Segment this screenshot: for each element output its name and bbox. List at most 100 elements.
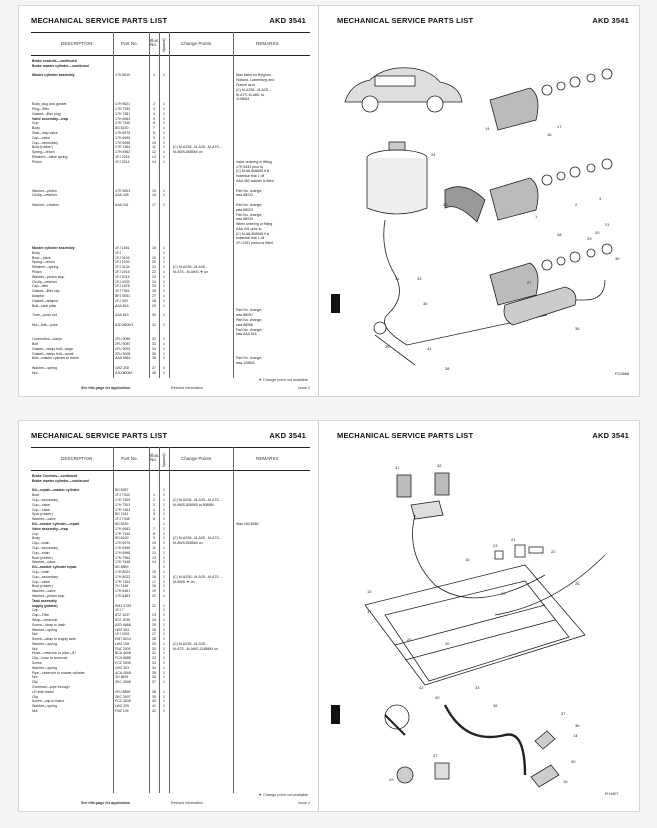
svg-text:14: 14 — [485, 126, 490, 131]
cell-part-no: 1FJ 7061 — [115, 289, 130, 294]
cell-quantity: 1 — [163, 569, 165, 574]
cell-part-no: 1FJ 1033 — [115, 260, 130, 265]
cell-remarks: was 88057 — [236, 313, 253, 318]
cell-part-no: AAA 5864 — [115, 356, 131, 361]
cell-illus-no: 17 — [152, 579, 156, 584]
cell-quantity: 1 — [163, 150, 165, 155]
table-row: Tank assembly — [31, 599, 310, 604]
cell-illus-no: 1 — [153, 73, 155, 78]
cell-part-no: 17H 6461 — [115, 589, 131, 594]
cell-description: Valve assembly—trap — [32, 526, 68, 531]
cell-part-no: 17H 6998 — [115, 550, 131, 555]
cell-quantity: 1 — [163, 342, 165, 347]
svg-text:29: 29 — [587, 236, 592, 241]
cell-quantity: 1 — [163, 507, 165, 512]
cell-illus-no: 35 — [152, 351, 156, 356]
cell-illus-no: 11 — [152, 545, 156, 550]
cell-quantity: 1 — [163, 670, 165, 675]
table-row: 1FJ 4011 piston is fitted — [31, 241, 310, 246]
cell-illus-no: 42 — [152, 709, 156, 714]
cell-description: Spring—return — [32, 260, 55, 265]
cell-illus-no: 30 — [152, 646, 156, 651]
cell-description: Body — [32, 126, 40, 131]
cell-part-no: FNZ 105 — [115, 709, 129, 714]
cell-description: Bolt—tank pillar — [32, 303, 57, 308]
cell-part-no: EM7 8014 — [115, 637, 131, 642]
cell-description: Nut — [32, 646, 38, 651]
table-header: DESCRIPTION Part No. Illus. No. Quantity… — [31, 447, 310, 471]
cell-illus-no: 11 — [152, 145, 156, 150]
cell-quantity: 1 — [163, 589, 165, 594]
cell-part-no: AAA 428 — [115, 193, 129, 198]
parts-table: DESCRIPTION Part No. Illus. No. Quantity… — [31, 32, 310, 378]
page-tab-marker — [331, 705, 340, 724]
cell-illus-no: 33 — [152, 661, 156, 666]
cell-quantity: 1 — [163, 265, 165, 270]
cell-quantity: 1 — [163, 130, 165, 135]
table-row: Brake Controls—continued — [31, 474, 310, 479]
cell-quantity: 1 — [163, 493, 165, 498]
cell-description: Screw—strap to supply tank — [32, 637, 76, 642]
cell-illus-no: 36 — [152, 675, 156, 680]
table-row: 17H 6434 prior to — [31, 165, 310, 170]
cell-part-no: 8G 8287 — [115, 488, 129, 493]
cell-part-no: AAA 441 — [115, 202, 129, 207]
cell-remarks: Was listed for Belgium, — [236, 73, 272, 78]
cell-part-no: 17H 7448 — [115, 560, 131, 565]
svg-text:31: 31 — [395, 465, 400, 470]
cell-description: Washer—retainer — [32, 202, 60, 207]
cell-quantity: 1 — [163, 661, 165, 666]
cell-remarks: (C) M-A8-808668 it is — [236, 231, 270, 236]
cell-change-points: (C) M-A2S6...M-A3S... — [173, 265, 209, 270]
cell-illus-no: 10 — [152, 140, 156, 145]
cell-change-points: M-AWS-808560 to 808560 — [173, 502, 215, 507]
cell-illus-no: 36 — [152, 356, 156, 361]
cell-description: Retainer—valve spring — [32, 154, 68, 159]
cell-change-points: M-AWS-▼ on — [173, 579, 195, 584]
cell-quantity: 1 — [163, 294, 165, 299]
cell-quantity: 1 — [163, 526, 165, 531]
cell-quantity: 1 — [163, 102, 165, 107]
cell-quantity: 1 — [163, 202, 165, 207]
cell-part-no: AAA 816 — [115, 303, 129, 308]
cell-part-no: 17H 6483 — [115, 593, 131, 598]
cell-remarks: (C) M-A8-808668 it is — [236, 169, 270, 174]
cell-description: Circlip—retainer — [32, 279, 58, 284]
cell-part-no: 1FJ 300 — [115, 298, 128, 303]
cell-quantity: 1 — [163, 603, 165, 608]
cell-description: Nut — [32, 709, 38, 714]
cell-change-points: (C) M-A2S6...M-A3S...M-A7S... — [173, 145, 222, 150]
page-header: MECHANICAL SERVICE PARTS LIST AKD 3541 — [31, 431, 306, 440]
page-title: MECHANICAL SERVICE PARTS LIST — [337, 431, 474, 440]
cell-quantity: 1 — [163, 313, 165, 318]
svg-text:30: 30 — [615, 256, 620, 261]
svg-text:25: 25 — [407, 637, 412, 642]
cell-illus-no: 9 — [153, 135, 155, 140]
cell-quantity: 1 — [163, 512, 165, 517]
cell-quantity: 1 — [163, 260, 165, 265]
cell-description: Brake controls—continued — [32, 59, 77, 63]
cell-quantity: 1 — [163, 298, 165, 303]
table-row: AAA 462 washer is fitted — [31, 179, 310, 184]
svg-text:13: 13 — [367, 589, 372, 594]
svg-text:36: 36 — [575, 723, 580, 728]
svg-text:35: 35 — [423, 301, 428, 306]
cell-quantity: 1 — [163, 121, 165, 126]
cell-description: Cap—filler — [32, 284, 49, 289]
cell-remarks: essential that 1 off — [236, 174, 265, 179]
col-illus-no: Illus. No. — [150, 38, 160, 47]
cell-description: Spot (rubber) — [32, 512, 53, 517]
document-code: AKD 3541 — [592, 431, 629, 440]
svg-text:28: 28 — [557, 232, 562, 237]
cell-description: Kit—master cylinder—repair — [32, 521, 80, 526]
cell-part-no: FCZ 3008 — [115, 699, 131, 704]
